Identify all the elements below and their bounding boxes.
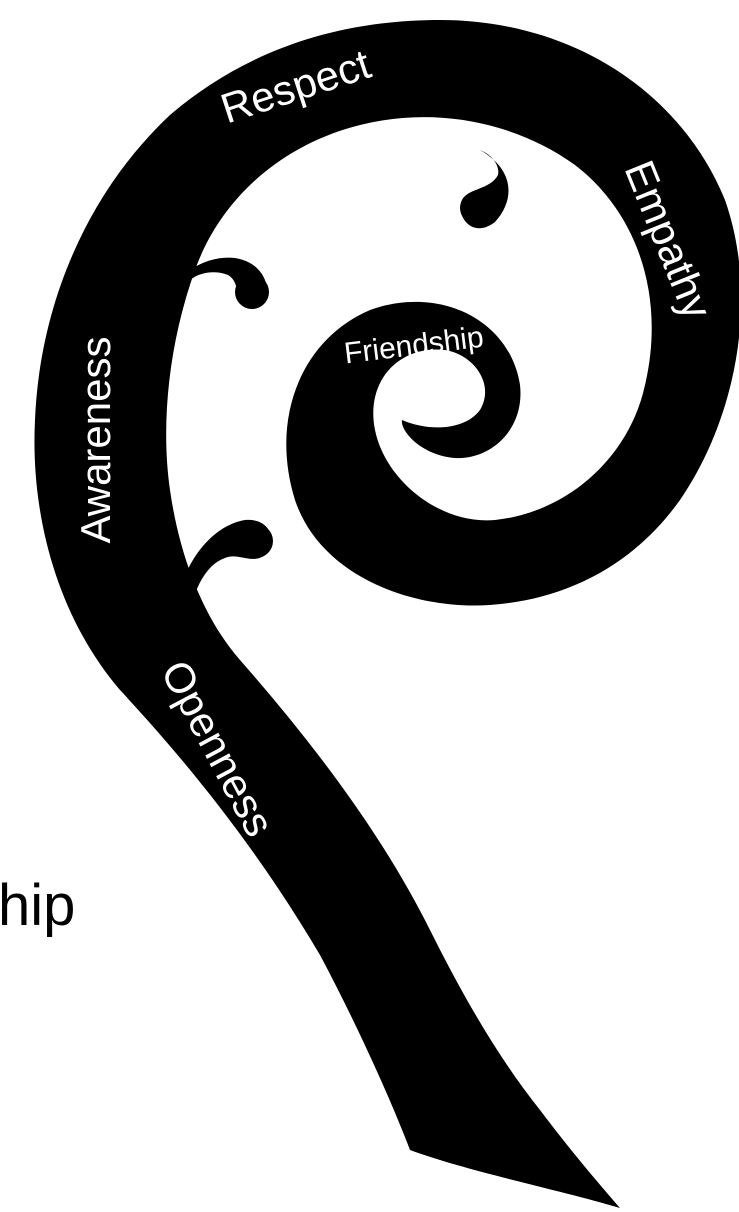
label-awareness: Awareness	[72, 336, 119, 543]
tendril-left-lower-tip	[239, 524, 273, 558]
partial-word: hip	[0, 873, 75, 938]
tendril-upper-right-tip	[460, 192, 492, 224]
tendril-left-upper-tip	[235, 275, 269, 309]
